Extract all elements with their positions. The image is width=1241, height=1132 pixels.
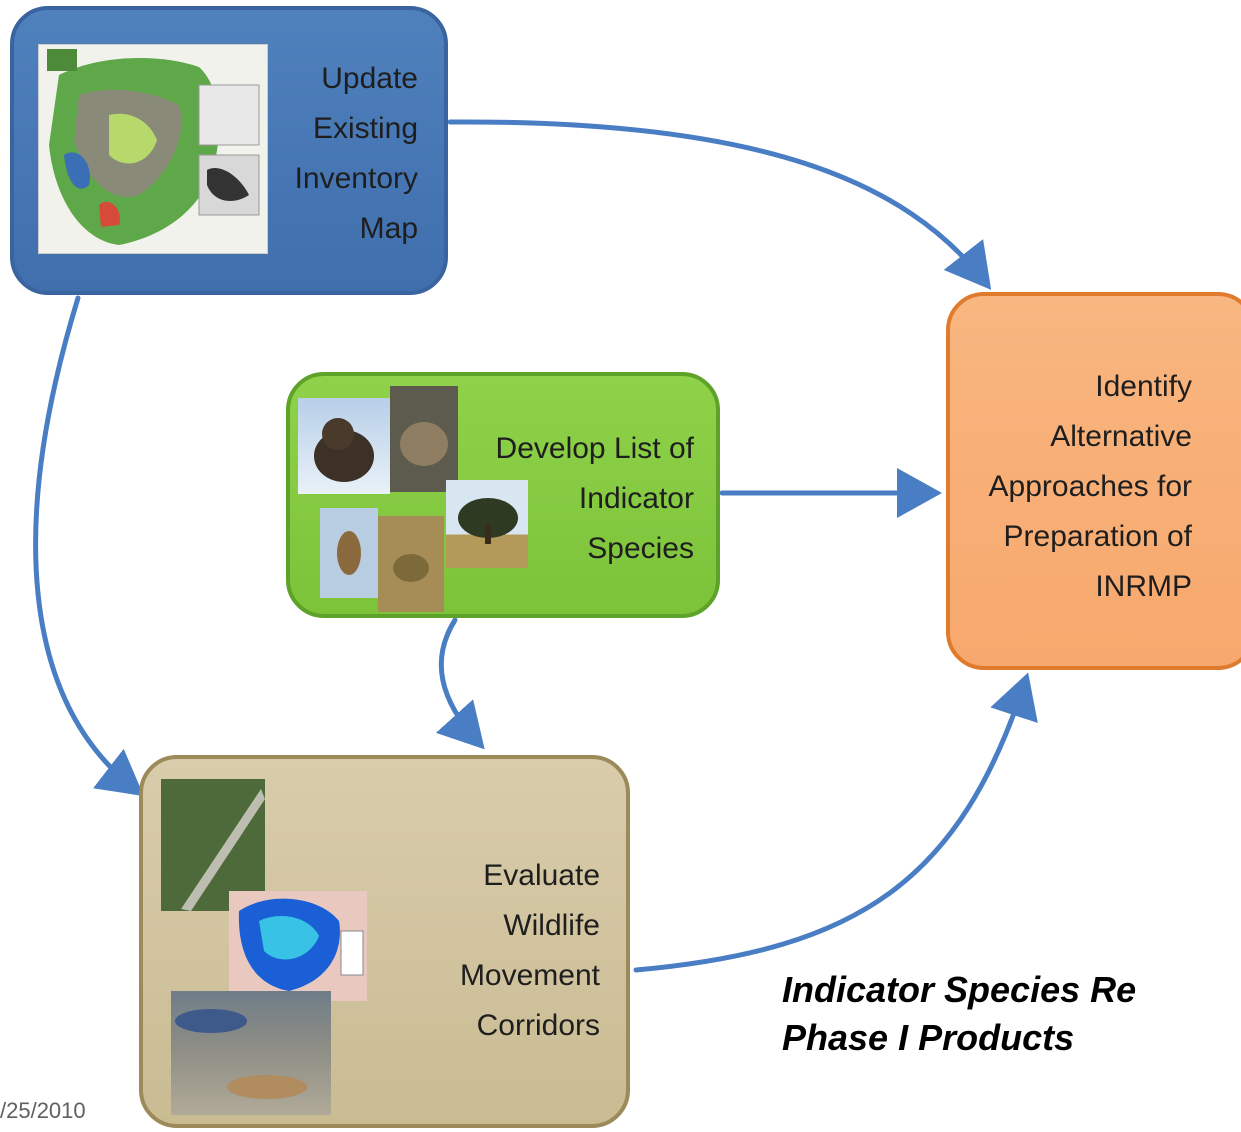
species-box-label: Develop List of Indicator Species	[495, 432, 694, 565]
arrow-map-to-inrmp	[447, 119, 992, 290]
fisher-photo	[298, 398, 390, 494]
arrow-species-to-corridors	[435, 617, 485, 750]
arrow-map-to-corridors	[33, 295, 144, 797]
slide-caption: Indicator Species Re Phase I Products	[782, 969, 1137, 1058]
box-identify-approaches: Identify Alternative Approaches for Prep…	[946, 292, 1241, 670]
box-indicator-species: Develop List of Indicator Species	[286, 372, 720, 618]
oak-tree-photo	[446, 480, 528, 568]
map-box-label: Update Existing Inventory Map	[294, 62, 418, 245]
inventory-map-image	[38, 44, 268, 254]
frog-photo	[378, 516, 444, 612]
footer-date: /25/2010	[0, 1098, 86, 1123]
pika-photo	[390, 386, 458, 492]
owl-photo	[320, 508, 378, 598]
inrmp-box-label: Identify Alternative Approaches for Prep…	[988, 370, 1192, 603]
box-update-inventory-map: Update Existing Inventory Map	[10, 6, 448, 295]
box-wildlife-corridors: Evaluate Wildlife Movement Corridors	[139, 755, 630, 1128]
roadkill-deer-photo	[171, 991, 331, 1115]
aerial-highway-photo	[161, 779, 265, 911]
corridor-model-map	[229, 891, 367, 1001]
corridors-box-label: Evaluate Wildlife Movement Corridors	[459, 859, 600, 1042]
arrow-corridors-to-inrmp	[633, 672, 1038, 973]
